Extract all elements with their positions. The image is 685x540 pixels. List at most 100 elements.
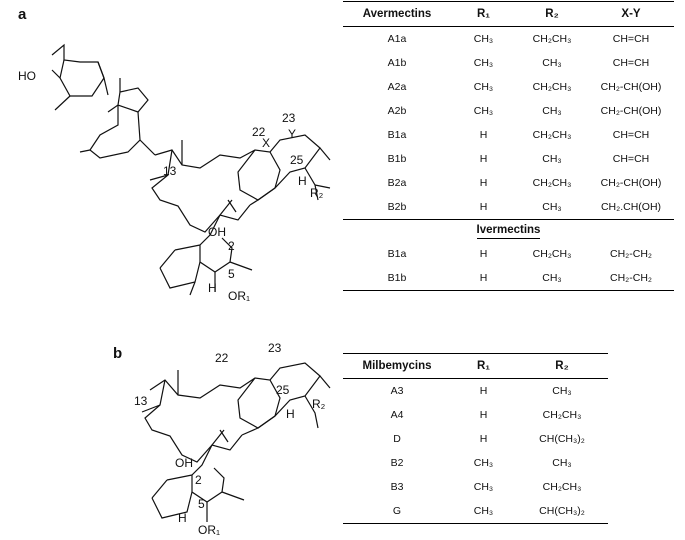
table-cell: B1b xyxy=(387,153,407,165)
column-header: Avermectins xyxy=(343,1,451,27)
column-header: R₁ xyxy=(451,353,516,379)
table-row: B1b H CH₃ CH=CH xyxy=(343,147,674,171)
label-2: 2 xyxy=(228,239,235,253)
label-ho: HO xyxy=(18,69,36,83)
table-cell: CH₂CH₃ xyxy=(532,248,572,260)
table-cell: CH₂-CH₂ xyxy=(610,248,652,260)
table-cell: CH₂CH₃ xyxy=(532,81,572,93)
table-cell: CH₃ xyxy=(542,105,562,117)
table-row: B1a H CH₂CH₃ CH₂-CH₂ xyxy=(343,242,674,266)
table-cell: A3 xyxy=(390,385,404,397)
table-cell: CH₂.CH(OH) xyxy=(600,201,662,213)
table-cell: A4 xyxy=(390,409,404,421)
table-cell: B2a xyxy=(387,177,407,189)
table-cell: H xyxy=(479,153,488,165)
label-b-h-25: H xyxy=(286,407,295,421)
label-b-22: 22 xyxy=(215,351,229,365)
label-b-r2: R₂ xyxy=(312,397,326,411)
table-cell: CH₂CH₃ xyxy=(532,33,572,45)
table-cell: G xyxy=(343,499,451,524)
table-cell: A1a xyxy=(387,33,407,45)
table-cell: A2b xyxy=(387,105,407,117)
table-row: B2 CH₃ CH₃ xyxy=(343,451,608,475)
panel-label-b: b xyxy=(113,345,123,362)
table-cell: CH₃ xyxy=(552,457,572,469)
table-row: A1a CH₃ CH₂CH₃ CH=CH xyxy=(343,27,674,52)
table-cell: A2a xyxy=(387,81,407,93)
table-row: B2b H CH₃ CH₂.CH(OH) xyxy=(343,195,674,220)
table-cell: H xyxy=(479,409,488,421)
table-cell: CH₂-CH₂ xyxy=(588,266,674,291)
table-cell: CH(CH₃)₂ xyxy=(516,499,608,524)
label-r2: R₂ xyxy=(310,186,324,200)
label-y: Y xyxy=(288,127,296,141)
table-row: B2a H CH₂CH₃ CH₂-CH(OH) xyxy=(343,171,674,195)
table-cell: CH₃ xyxy=(516,266,588,291)
table-cell: H xyxy=(479,433,488,445)
label-b-25: 25 xyxy=(276,383,290,397)
table-cell: B1a xyxy=(387,129,407,141)
label-22: 22 xyxy=(252,125,266,139)
ivermectins-section-row: Ivermectins xyxy=(343,219,674,242)
table-row: A2b CH₃ CH₃ CH₂-CH(OH) xyxy=(343,99,674,123)
table-header-row: Avermectins R₁ R₂ X-Y xyxy=(343,1,674,27)
table-cell: CH₃ xyxy=(473,57,494,69)
column-header: X-Y xyxy=(588,1,674,27)
table-cell: CH₂-CH(OH) xyxy=(600,105,662,117)
table-cell: CH₂CH₃ xyxy=(532,177,572,189)
table-cell: CH=CH xyxy=(612,129,650,141)
column-header: R₂ xyxy=(516,353,608,379)
table-cell: B2b xyxy=(387,201,407,213)
column-header: Milbemycins xyxy=(343,353,451,379)
table-row: B3 CH₃ CH₂CH₃ xyxy=(343,475,608,499)
table-cell: CH=CH xyxy=(612,153,650,165)
milbemycin-bonds xyxy=(141,362,331,522)
table-row: B1b H CH₃ CH₂-CH₂ xyxy=(343,266,674,291)
table-header-row: Milbemycins R₁ R₂ xyxy=(343,353,608,379)
label-h-25: H xyxy=(298,174,307,188)
label-b-5: 5 xyxy=(198,497,205,511)
table-cell: H xyxy=(479,385,488,397)
label-b-23: 23 xyxy=(268,341,282,355)
table-cell: CH₃ xyxy=(473,481,494,493)
label-25: 25 xyxy=(290,153,304,167)
table-row: A2a CH₃ CH₂CH₃ CH₂-CH(OH) xyxy=(343,75,674,99)
table-cell: CH₃ xyxy=(451,499,516,524)
label-h-5: H xyxy=(208,281,217,295)
table-cell: CH₃ xyxy=(473,457,494,469)
table-cell: B1b xyxy=(343,266,451,291)
table-row: A3 H CH₃ xyxy=(343,379,608,404)
table-cell: H xyxy=(479,201,488,213)
table-cell: B2 xyxy=(390,457,404,469)
table-cell: CH₃ xyxy=(542,57,562,69)
table-cell: H xyxy=(479,129,488,141)
label-b-2: 2 xyxy=(195,473,202,487)
ivermectins-title: Ivermectins xyxy=(476,224,541,239)
label-5: 5 xyxy=(228,267,235,281)
label-oh: OH xyxy=(208,225,226,239)
label-23: 23 xyxy=(282,111,296,125)
avermectin-structure: HO X Y 22 23 25 H R₂ 13 OH 2 5 H OR₁ xyxy=(18,43,331,303)
label-or1: OR₁ xyxy=(228,289,250,303)
table-cell: CH₂-CH(OH) xyxy=(600,177,662,189)
table-cell: CH₃ xyxy=(473,105,494,117)
column-header: R₂ xyxy=(516,1,588,27)
table-cell: CH₂CH₃ xyxy=(542,481,582,493)
table-cell: CH₂CH₃ xyxy=(532,129,572,141)
table-cell: CH₃ xyxy=(473,81,494,93)
table-cell: A1b xyxy=(387,57,407,69)
table-cell: H xyxy=(451,266,516,291)
table-row: G CH₃ CH(CH₃)₂ xyxy=(343,499,608,524)
label-b-h-5: H xyxy=(178,511,187,525)
table-cell: H xyxy=(479,248,488,260)
label-b-oh: OH xyxy=(175,456,193,470)
label-x: X xyxy=(262,136,270,150)
table-cell: D xyxy=(393,433,401,445)
table-cell: CH₂-CH(OH) xyxy=(600,81,662,93)
panel-label-a: a xyxy=(18,6,27,23)
avermectin-bonds xyxy=(51,43,331,296)
table-cell: CH₃ xyxy=(552,385,572,397)
table-row: D H CH(CH₃)₂ xyxy=(343,427,608,451)
table-cell: CH=CH xyxy=(612,33,650,45)
table-row: B1a H CH₂CH₃ CH=CH xyxy=(343,123,674,147)
